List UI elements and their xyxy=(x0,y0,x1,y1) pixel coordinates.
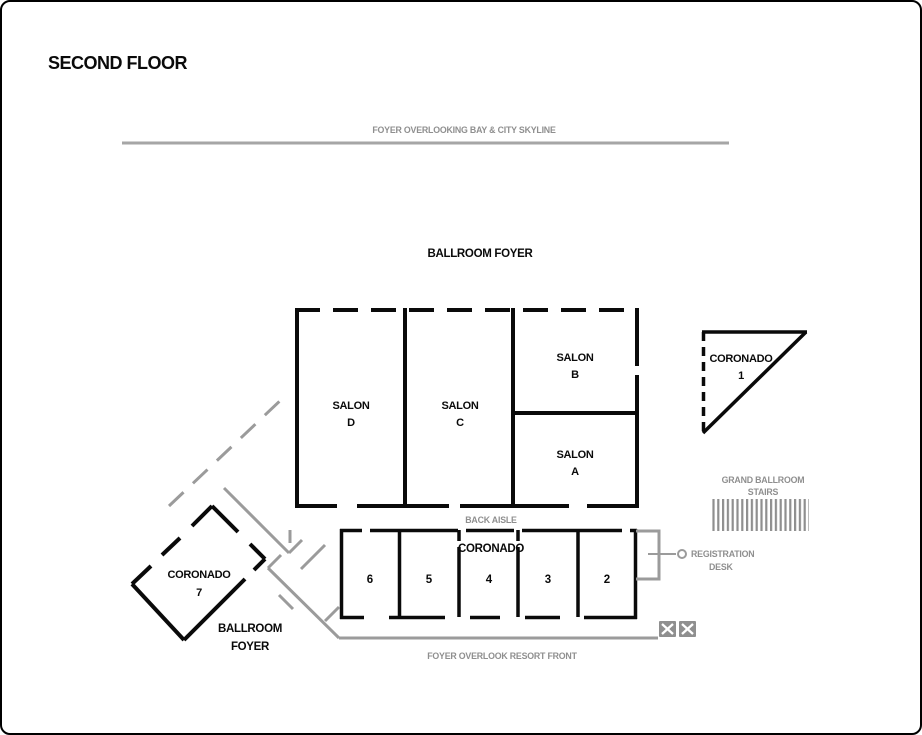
ballroom-foyer-lower: BALLROOM FOYER xyxy=(218,623,282,653)
foyer-corridor xyxy=(167,396,658,640)
coronado7-label: CORONADO xyxy=(168,569,232,581)
corridor-wall xyxy=(323,605,341,623)
salon-c-letter: C xyxy=(456,417,464,429)
registration-label-line2: DESK xyxy=(709,562,733,572)
back-aisle-label: BACK AISLE xyxy=(465,515,517,525)
ballroom-foyer-lower-line2: FOYER xyxy=(231,641,270,653)
coronado7-wall xyxy=(160,536,182,557)
coronado-row-label: CORONADO xyxy=(458,543,524,555)
registration-desk: REGISTRATION DESK xyxy=(636,529,755,581)
stairs-label-line2: STAIRS xyxy=(748,487,779,497)
stairs-hatching xyxy=(712,499,809,531)
top-foyer: FOYER OVERLOOKING BAY & CITY SKYLINE xyxy=(122,125,729,145)
resort-front-label: FOYER OVERLOOK RESORT FRONT xyxy=(427,651,577,661)
coronado-1-room: CORONADO 1 xyxy=(701,330,808,435)
elevator-icon-cross xyxy=(661,623,674,635)
room-2-number: 2 xyxy=(604,574,610,586)
salon-d-label: SALON xyxy=(332,400,369,412)
coronado-row: CORONADO 6 5 4 3 2 xyxy=(339,528,638,620)
salon-c-label: SALON xyxy=(441,400,478,412)
coronado7-number: 7 xyxy=(196,587,202,599)
corridor-wall xyxy=(266,553,283,570)
coronado7-wall xyxy=(252,557,267,572)
room-3-number: 3 xyxy=(545,574,551,586)
coronado7-wall xyxy=(130,564,153,586)
coronado7-wall xyxy=(210,504,240,534)
corridor-wall xyxy=(266,566,341,640)
coronado7-wall xyxy=(190,504,214,528)
registration-label-line1: REGISTRATION xyxy=(691,549,754,559)
salon-b-letter: B xyxy=(571,369,579,381)
coronado7-wall xyxy=(182,577,247,642)
registration-marker-circle xyxy=(677,549,687,559)
page-title: SECOND FLOOR xyxy=(48,53,188,73)
coronado7-wall xyxy=(130,582,186,642)
salon-a-letter: A xyxy=(571,466,579,478)
coronado-7-room: CORONADO 7 xyxy=(130,504,267,642)
ballroom-foyer-lower-line1: BALLROOM xyxy=(218,623,282,635)
coronado1-label: CORONADO xyxy=(710,353,774,365)
elevators xyxy=(659,621,696,637)
room-4-number: 4 xyxy=(486,574,493,586)
salon-a-label: SALON xyxy=(556,449,593,461)
room-6-number: 6 xyxy=(367,574,373,586)
elevator-icon-cross xyxy=(681,623,694,635)
coronado1-hypotenuse-wall xyxy=(701,330,808,435)
room-5-number: 5 xyxy=(426,574,433,586)
corridor-wall xyxy=(222,486,291,555)
salon-b-label: SALON xyxy=(556,352,593,364)
top-foyer-label: FOYER OVERLOOKING BAY & CITY SKYLINE xyxy=(372,125,556,135)
coronado7-wall xyxy=(248,542,267,561)
corridor-wall xyxy=(287,538,304,555)
corridor-dashed-wall xyxy=(167,396,285,508)
ballroom-foyer-label: BALLROOM FOYER xyxy=(427,248,533,260)
salon-d-letter: D xyxy=(347,417,355,429)
grand-ballroom: SALON D SALON C SALON B SALON A xyxy=(295,308,639,508)
coronado1-number: 1 xyxy=(738,370,744,382)
grand-ballroom-stairs: GRAND BALLROOM STAIRS xyxy=(712,475,809,531)
stairs-label-line1: GRAND BALLROOM xyxy=(722,475,805,485)
corridor-wall xyxy=(277,593,295,611)
corridor-wall xyxy=(299,543,327,571)
